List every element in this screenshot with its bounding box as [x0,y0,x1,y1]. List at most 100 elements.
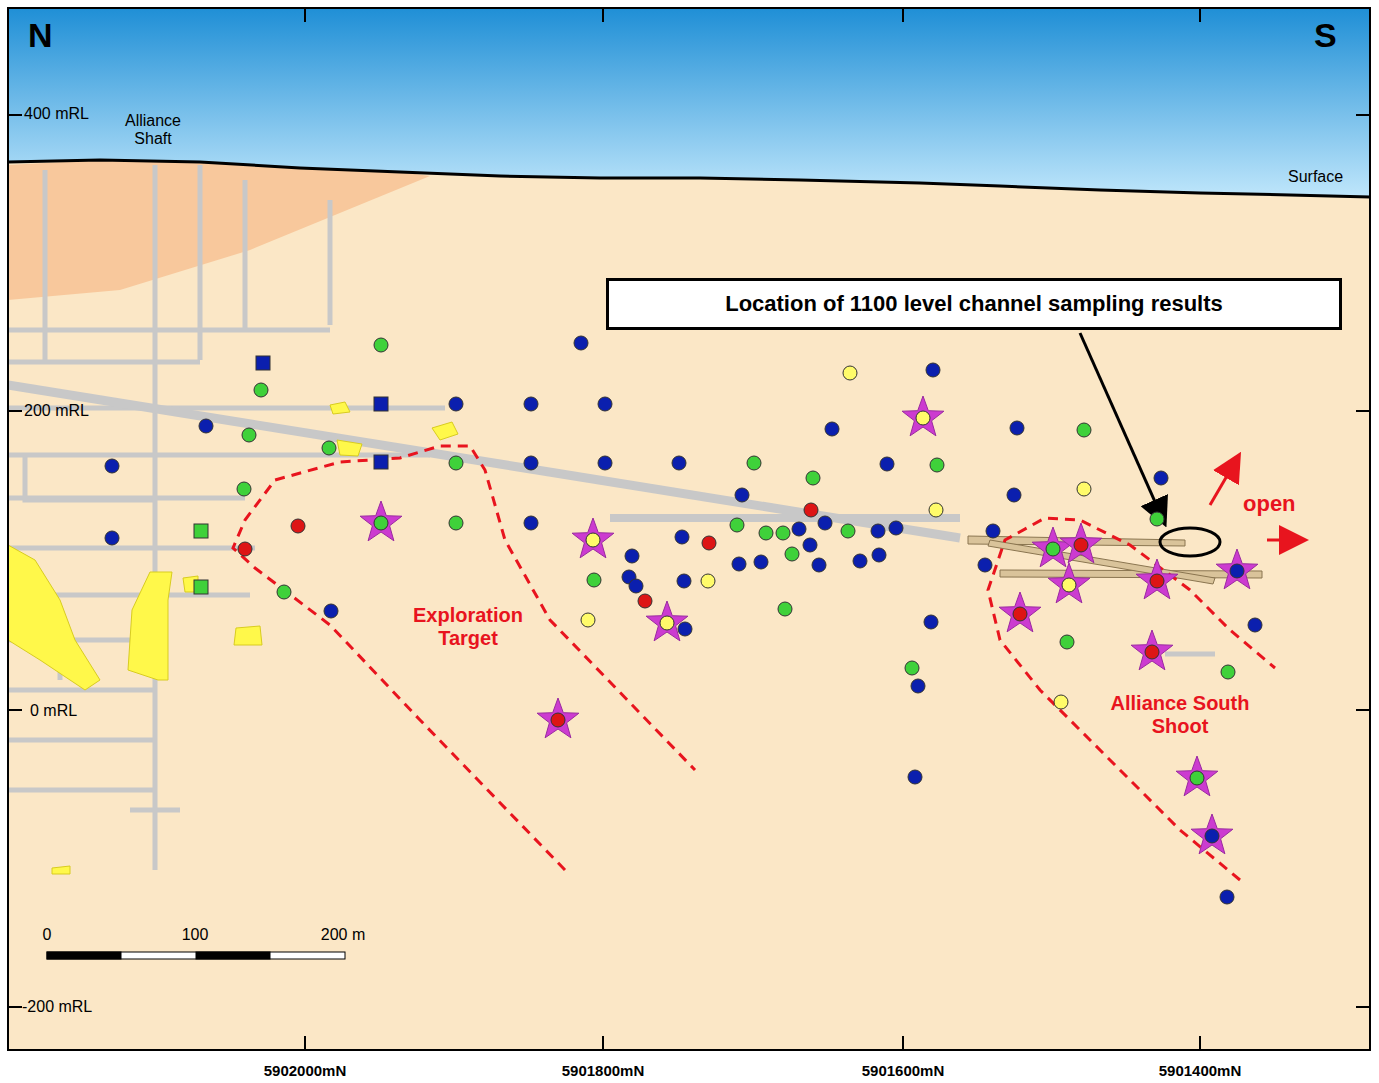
drillhole-dot [853,554,867,568]
drillhole-dot [581,613,595,627]
map-label: 5902000mN [264,1062,347,1079]
drillhole-dot [908,770,922,784]
drillhole-dot [672,456,686,470]
drillhole-dot [986,524,1000,538]
drillhole-dot [872,548,886,562]
drillhole-dot [677,574,691,588]
drillhole-dot [889,521,903,535]
drillhole-dot [871,524,885,538]
drillhole-dot [678,622,692,636]
drillhole-dot [199,419,213,433]
drillhole-dot [747,456,761,470]
drillhole-dot [638,594,652,608]
highlight-star [537,698,579,738]
map-label: S [1314,16,1337,55]
drillhole-dot [449,516,463,530]
highlight-star [1048,563,1090,603]
drillhole-dot [598,456,612,470]
drillhole-dot [1077,423,1091,437]
map-label: 0 [43,926,52,944]
callout-box: Location of 1100 level channel sampling … [606,278,1342,330]
drillhole-dot [804,503,818,517]
drillhole-dot [1145,645,1159,659]
drillhole-dot [524,456,538,470]
drillhole-dot [1221,665,1235,679]
drillhole-dot [324,604,338,618]
drillhole-dot [818,516,832,530]
drillhole-dot [1220,890,1234,904]
drillhole-dot [978,558,992,572]
drillhole-dot [551,713,565,727]
drillhole-dot [277,585,291,599]
drillhole-dot [238,542,252,556]
drillhole-dot [1150,574,1164,588]
map-label: 5901400mN [1159,1062,1242,1079]
map-label: 100 [182,926,209,944]
drillhole-dot [449,456,463,470]
drillhole-dot [449,397,463,411]
drillhole-dot [778,602,792,616]
drillhole-dot [598,397,612,411]
drillhole-square [256,356,270,370]
drillhole-dot [237,482,251,496]
drillhole-dot [1060,635,1074,649]
drillhole-dot [1054,695,1068,709]
drillhole-dot [1205,829,1219,843]
drillhole-square [374,455,388,469]
map-label: 5901600mN [862,1062,945,1079]
highlight-star [902,396,944,436]
drillhole-dot [1074,538,1088,552]
drillhole-dot [916,411,930,425]
drillhole-dot [1248,618,1262,632]
highlight-star [999,592,1041,632]
drillhole-dot [1230,564,1244,578]
drillhole-dot [1190,771,1204,785]
drillhole-dot [291,519,305,533]
drillhole-dot [254,383,268,397]
drillhole-dot [702,536,716,550]
drillhole-dot [1150,512,1164,526]
map-label: 200 m [321,926,365,944]
drillhole-dot [1007,488,1021,502]
map-label: 0 mRL [30,702,77,720]
highlight-star [1176,756,1218,796]
drillhole-dot [629,579,643,593]
drillhole-dot [105,459,119,473]
highlight-star [1191,814,1233,854]
drillhole-dot [803,538,817,552]
drillhole-dot [880,457,894,471]
callout-text: Location of 1100 level channel sampling … [725,291,1223,317]
drillhole-dot [675,530,689,544]
drillhole-dot [524,516,538,530]
drillhole-square [194,524,208,538]
drillhole-dot [785,547,799,561]
map-label: open [1243,491,1296,516]
drillhole-dot [776,526,790,540]
map-label: 5901800mN [562,1062,645,1079]
map-label: Alliance South Shoot [1095,692,1265,738]
drillhole-dot [322,441,336,455]
drillhole-dot [792,522,806,536]
drillhole-dot [806,471,820,485]
highlight-star [1136,559,1178,599]
map-label: Exploration Target [398,604,538,650]
drillhole-dot [905,661,919,675]
drillhole-dot [1062,578,1076,592]
drillhole-dot [1013,607,1027,621]
map-label: Alliance Shaft [113,112,193,149]
drillhole-dot [843,366,857,380]
drillhole-dot [929,503,943,517]
map-label: 200 mRL [24,402,89,420]
drillhole-dot [924,615,938,629]
map-label: 400 mRL [24,105,89,123]
drillhole-dot [812,558,826,572]
drillhole-dot [926,363,940,377]
drillhole-dot [242,428,256,442]
drillhole-dot [825,422,839,436]
drillhole-dot [374,338,388,352]
drillhole-dot [574,336,588,350]
map-label: -200 mRL [22,998,92,1016]
drillhole-dot [625,549,639,563]
